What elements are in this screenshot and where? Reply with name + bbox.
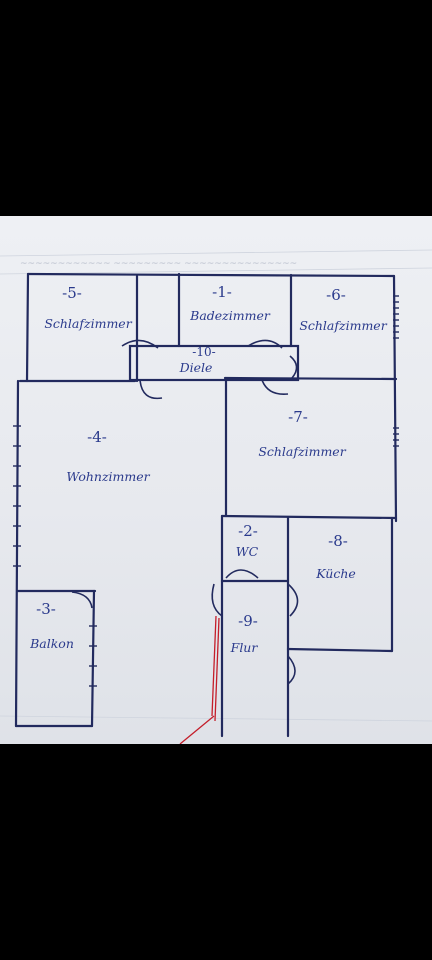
room-name-schlafzimmer5: Schlafzimmer	[44, 316, 132, 331]
door-swing-schlafzimmer6	[247, 339, 283, 349]
door-swing-flur-left	[211, 583, 223, 617]
wall-7-bottom	[220, 514, 398, 520]
room-number-flur: -9-	[238, 612, 258, 630]
room-number-wc: -2-	[238, 522, 258, 540]
room-name-schlafzimmer6: Schlafzimmer	[299, 318, 387, 333]
walls	[14, 272, 398, 738]
wall-right	[392, 274, 398, 523]
window-marks	[13, 295, 399, 687]
wall-left-lower	[14, 379, 20, 728]
room-name-badezimmer: Badezimmer	[189, 308, 271, 323]
wall-kitchen-bottom	[286, 647, 394, 653]
wall-balkon-right	[90, 589, 96, 728]
room-number-schlafzimmer6: -6-	[326, 286, 346, 304]
door-swing-schlafzimmer5	[121, 339, 159, 349]
room-number-schlafzimmer7: -7-	[288, 408, 308, 426]
pencil-marks	[179, 615, 220, 744]
faint-header-text: ~~~~~~~~~~~~ ~~~~~~~~~ ~~~~~~~~~~~~~~~	[20, 259, 297, 269]
floor-plan: ~~~~~~~~~~~~ ~~~~~~~~~ ~~~~~~~~~~~~~~~	[0, 249, 432, 744]
door-swing-kitchen	[287, 655, 296, 685]
wall-7-top	[223, 376, 398, 381]
door-swing-flur-right	[287, 583, 299, 617]
room-name-kueche: Küche	[315, 566, 356, 581]
wall-left-upper	[25, 272, 30, 383]
room-name-schlafzimmer7: Schlafzimmer	[258, 444, 346, 459]
door-swings	[71, 339, 299, 685]
door-swing-balkon	[71, 591, 93, 609]
room-number-wohnzimmer: -4-	[87, 428, 107, 446]
door-swing-schlafzimmer7	[261, 379, 289, 396]
paper-ruling	[0, 249, 432, 722]
room-number-diele: -10-	[192, 345, 215, 359]
wall-diele	[128, 344, 300, 382]
floor-plan-paper: ~~~~~~~~~~~~ ~~~~~~~~~ ~~~~~~~~~~~~~~~	[0, 216, 432, 744]
room-name-wc: WC	[236, 544, 259, 559]
wall-top	[26, 272, 396, 278]
door-swing-wohnzimmer	[139, 379, 163, 400]
room-labels: -5- Schlafzimmer -1- Badezimmer -6- Schl…	[29, 283, 388, 655]
room-name-flur: Flur	[230, 640, 259, 655]
room-name-diele: Diele	[179, 360, 213, 375]
room-number-badezimmer: -1-	[212, 283, 232, 301]
room-number-schlafzimmer5: -5-	[62, 284, 82, 302]
room-name-balkon: Balkon	[29, 636, 74, 651]
door-swing-diele-right	[289, 355, 298, 379]
room-name-wohnzimmer: Wohnzimmer	[66, 469, 150, 484]
room-number-balkon: -3-	[36, 600, 56, 618]
door-swing-wc	[225, 569, 259, 579]
room-number-kueche: -8-	[328, 532, 348, 550]
